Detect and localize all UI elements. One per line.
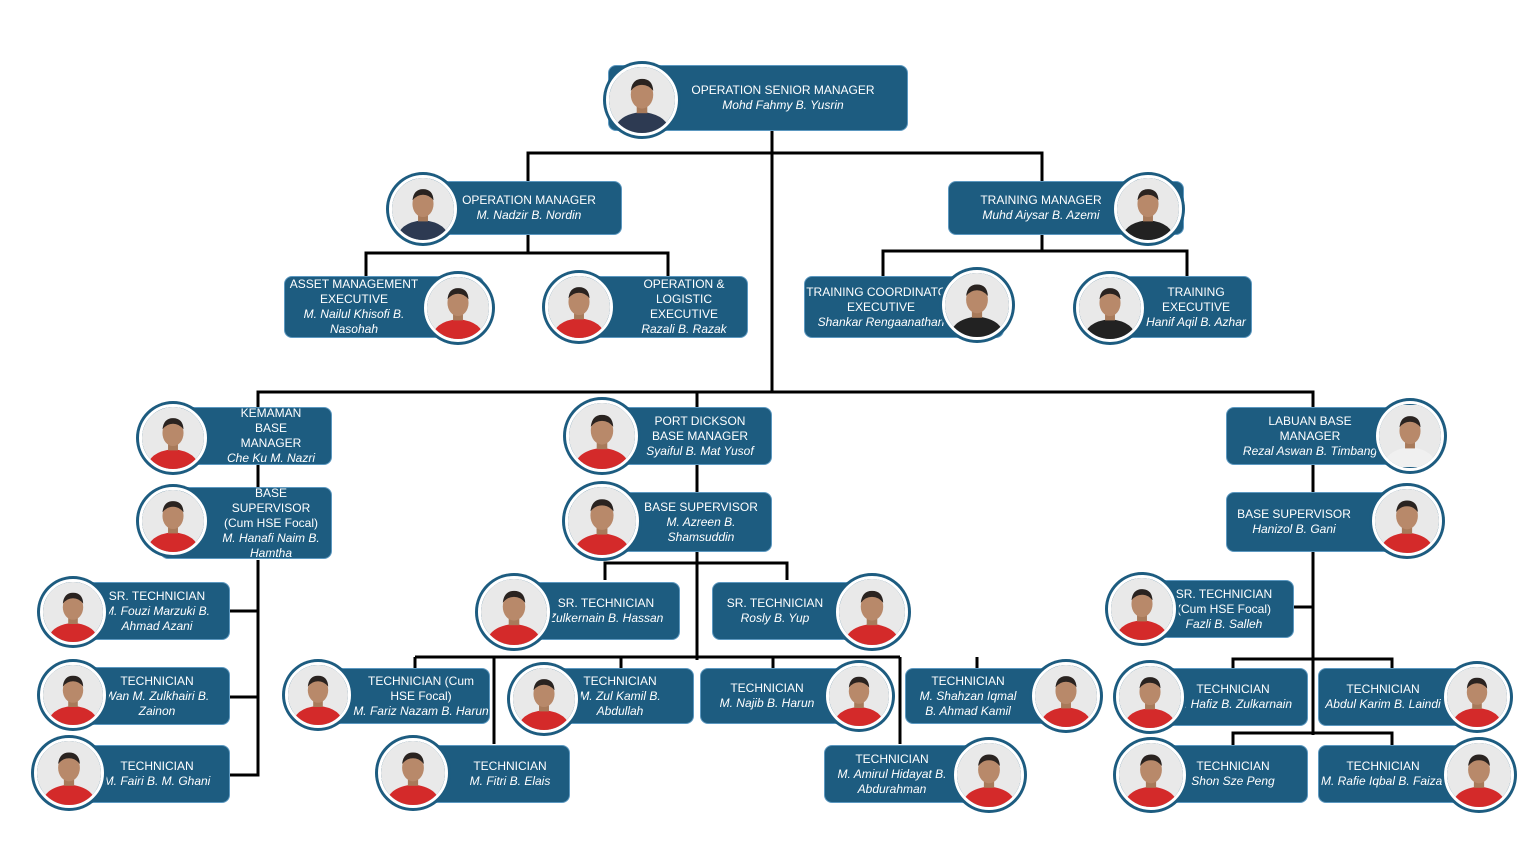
person-photo-icon — [1444, 664, 1510, 730]
role-label: BASE SUPERVISOR — [1237, 507, 1351, 521]
person-name: M. Amirul Hidayat B. Abdurahman — [837, 766, 947, 796]
person-name: Zulkernain B. Hassan — [548, 611, 664, 625]
person-name: M. Fitri B. Elais — [469, 774, 551, 788]
person-name: M. Najib B. Harun — [719, 696, 815, 710]
role-label: SR. TECHNICIAN — [726, 596, 824, 610]
connector-pd-sr — [603, 561, 789, 580]
person-photo-icon — [1116, 663, 1184, 731]
role-label: TECHNICIAN — [473, 759, 547, 773]
connector-kemaman-technicians — [230, 560, 260, 777]
person-photo-icon — [34, 738, 104, 808]
role-label: SR. TECHNICIAN — [557, 596, 655, 610]
role-label: OPERATION SENIOR MANAGER — [691, 83, 875, 97]
role-label: TECHNICIAN — [1346, 682, 1420, 696]
person-name: M. Hafiz B. Zulkarnain — [1173, 697, 1293, 711]
person-photo-icon — [1076, 274, 1144, 342]
person-photo-icon — [836, 576, 908, 648]
person-photo-icon — [139, 487, 207, 555]
person-name: Syaiful B. Mat Yusof — [646, 443, 754, 458]
person-photo-icon — [40, 579, 106, 645]
person-photo-icon — [1444, 740, 1514, 810]
role-label: TECHNICIAN — [855, 751, 929, 766]
person-name: M. Fariz Nazam B. Harun — [353, 703, 489, 718]
person-photo-icon — [510, 665, 578, 733]
person-photo-icon — [424, 274, 492, 342]
person-name: M. Zul Kamil B. Abdullah — [579, 688, 661, 718]
person-photo-icon — [1372, 486, 1442, 556]
person-name: Shon Sze Peng — [1191, 774, 1275, 788]
connector-labuan-row2 — [1231, 731, 1394, 745]
role-label: TRAINING MANAGER — [980, 193, 1102, 207]
connector-labuan-row1 — [1231, 657, 1394, 668]
person-photo-icon — [566, 400, 638, 472]
person-photo-icon — [545, 273, 613, 341]
person-photo-icon — [40, 662, 106, 728]
person-name: Che Ku M. Nazri — [226, 451, 316, 465]
person-name: Hanif Aqil B. Azhar — [1146, 314, 1246, 329]
person-photo-icon — [565, 484, 639, 558]
person-photo-icon — [1116, 740, 1186, 810]
role-label: OPERATION & LOGISTIC EXECUTIVE — [643, 277, 725, 321]
role-label: TRAINING COORDINATOR EXECUTIVE — [806, 284, 956, 314]
role-label: LABUAN BASE MANAGER — [1268, 413, 1352, 443]
role-label: TECHNICIAN — [730, 681, 804, 695]
person-photo-icon — [378, 738, 448, 808]
person-name: Wan M. Zulkhairi B. Zainon — [104, 688, 210, 718]
connector-osm-managers — [526, 151, 1044, 181]
person-photo-icon — [1114, 175, 1182, 243]
person-name: Razali B. Razak — [641, 322, 727, 336]
person-name: M. Nadzir B. Nordin — [476, 208, 582, 222]
person-photo-icon — [478, 576, 550, 648]
role-label: TECHNICIAN (Cum HSE Focal) — [367, 673, 474, 703]
person-photo-icon — [1376, 401, 1444, 471]
person-photo-icon — [1032, 662, 1100, 730]
person-name: Abdul Karim B. Laindi — [1325, 697, 1441, 711]
role-label: OPERATION MANAGER — [462, 193, 596, 207]
person-name: M. Azreen B. Shamsuddin — [666, 514, 736, 544]
person-name: Shankar Rengaanathan — [817, 314, 945, 329]
role-label: TRAINING EXECUTIVE — [1161, 284, 1230, 314]
role-label: KEMAMAN BASE MANAGER — [240, 406, 302, 450]
person-photo-icon — [942, 270, 1012, 340]
role-label: TECHNICIAN — [120, 759, 194, 773]
person-name: M. Fouzi Marzuki B. Ahmad Azani — [103, 603, 211, 633]
person-name: M. Fairi B. M. Ghani — [103, 774, 211, 788]
role-label: SR. TECHNICIAN (Cum HSE Focal) — [1175, 586, 1273, 616]
connector-om-children — [364, 251, 670, 278]
role-label: TECHNICIAN — [1196, 759, 1270, 773]
person-photo-icon — [389, 175, 457, 243]
role-label: ASSET MANAGEMENT EXECUTIVE — [289, 277, 419, 306]
role-label: PORT DICKSON BASE MANAGER — [651, 413, 749, 443]
person-name: M. Hanafi Naim B. Hamtha — [222, 530, 320, 560]
role-label: SR. TECHNICIAN — [108, 588, 206, 603]
person-name: M. Shahzan Iqmal B. Ahmad Kamil — [919, 688, 1017, 718]
person-name: Mohd Fahmy B. Yusrin — [722, 98, 844, 112]
role-label: TECHNICIAN — [120, 673, 194, 688]
person-name: M. Rafie Iqbal B. Faizal — [1320, 774, 1446, 788]
person-name: M. Nailul Khisofi B. Nasohah — [303, 307, 405, 336]
person-photo-icon — [826, 663, 892, 729]
person-name: Muhd Aiysar B. Azemi — [982, 208, 1100, 222]
role-label: TECHNICIAN — [1196, 682, 1270, 696]
connector-tm-children — [881, 249, 1189, 278]
role-label: TECHNICIAN — [583, 673, 657, 688]
person-name: Rezal Aswan B. Timbang — [1242, 443, 1378, 458]
person-photo-icon — [1108, 575, 1176, 643]
role-label: TECHNICIAN — [1346, 759, 1420, 773]
role-label: BASE SUPERVISOR (Cum HSE Focal) — [223, 485, 318, 530]
connector-base-managers — [256, 390, 1315, 407]
person-name: Fazli B. Salleh — [1185, 616, 1263, 631]
person-photo-icon — [139, 404, 207, 472]
person-photo-icon — [606, 64, 678, 136]
person-name: Hanizol B. Gani — [1252, 522, 1336, 536]
person-photo-icon — [954, 740, 1024, 810]
person-name: Rosly B. Yup — [740, 611, 810, 625]
role-label: TECHNICIAN — [931, 673, 1005, 688]
person-photo-icon — [285, 662, 351, 728]
role-label: BASE SUPERVISOR — [644, 499, 758, 514]
